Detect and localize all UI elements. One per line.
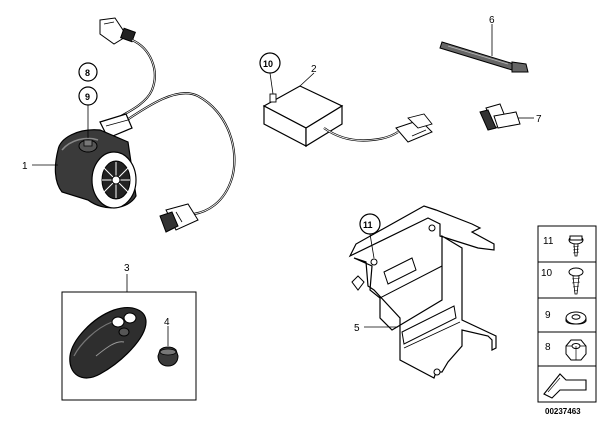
callout-5: 5 — [354, 323, 360, 334]
siren-top-connector — [99, 17, 136, 45]
circled-callout-10: 10 — [259, 52, 281, 74]
callout-4: 4 — [164, 317, 170, 328]
control-module-part[interactable] — [262, 85, 433, 148]
self-tapping-screw-icon — [568, 267, 584, 295]
circled-callout-9: 9 — [78, 86, 98, 106]
washer-icon — [565, 311, 587, 325]
siren-lower-connector — [159, 203, 199, 233]
circled-callout-11: 11 — [359, 213, 381, 235]
small-parts-sidebar: 11 10 9 — [537, 225, 597, 403]
hex-nut-icon — [565, 339, 587, 361]
cable-tie-part[interactable] — [439, 41, 529, 73]
svg-text:11: 11 — [363, 220, 373, 230]
svg-text:10: 10 — [263, 59, 273, 69]
sidebar-item-hex-nut[interactable]: 8 — [545, 339, 587, 361]
siren-part[interactable] — [54, 17, 236, 233]
sidebar-label-10: 10 — [541, 268, 553, 279]
callout-7: 7 — [536, 114, 542, 125]
sidebar-label-9: 9 — [545, 310, 551, 321]
callout-3: 3 — [124, 263, 130, 274]
circled-callout-8: 8 — [78, 62, 98, 82]
callout-1: 1 — [22, 161, 28, 172]
svg-text:8: 8 — [85, 68, 90, 78]
remote-fob-part[interactable] — [69, 307, 147, 379]
clip-part[interactable] — [479, 103, 521, 131]
screw-icon — [568, 235, 584, 257]
bracket-part[interactable] — [348, 205, 497, 379]
sidebar-label-11: 11 — [543, 236, 554, 247]
sidebar-label-8: 8 — [545, 342, 551, 353]
diagram-code: 00237463 — [545, 407, 581, 416]
sidebar-item-screw[interactable]: 11 — [543, 235, 584, 257]
sidebar-item-self-tapping-screw[interactable]: 10 — [541, 267, 584, 295]
next-page-arrow-icon[interactable] — [543, 373, 587, 399]
callout-6: 6 — [489, 15, 495, 26]
sidebar-item-washer[interactable]: 9 — [545, 310, 587, 325]
rubber-cap-part[interactable] — [157, 346, 179, 367]
callout-2: 2 — [311, 64, 317, 75]
svg-text:9: 9 — [85, 92, 90, 102]
